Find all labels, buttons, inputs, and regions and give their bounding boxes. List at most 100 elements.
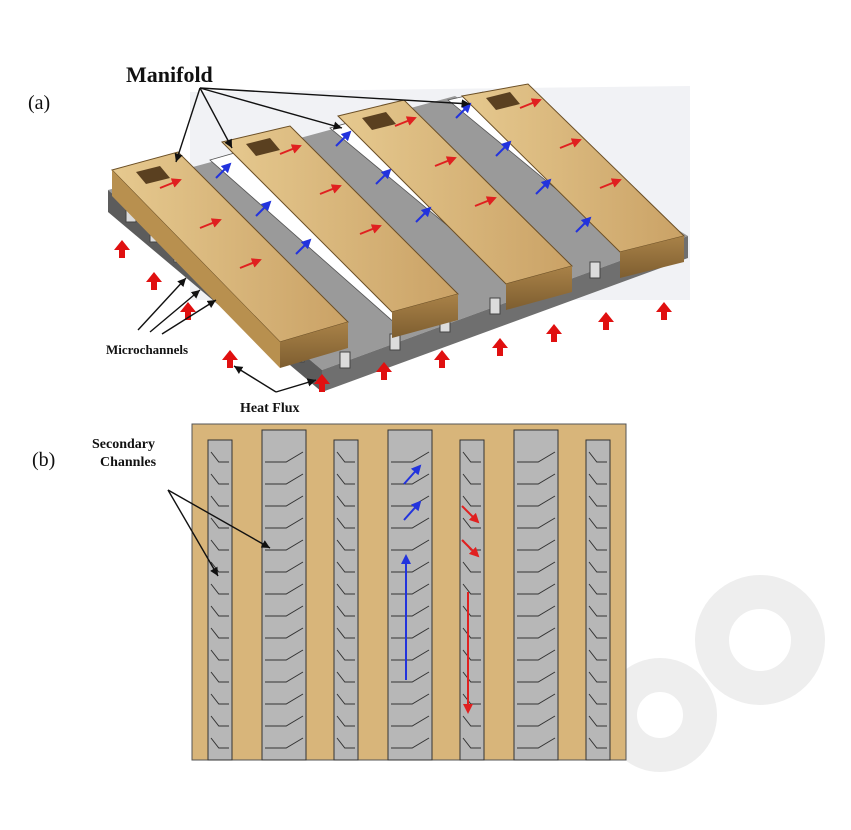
secondary-channel-line (588, 693, 607, 705)
heat-flux-arrow (314, 374, 330, 392)
heat-flux-arrow (146, 272, 162, 290)
secondary-channel-line (517, 495, 556, 507)
secondary-channel-line (210, 693, 229, 705)
manifold-bar-3 (337, 99, 573, 310)
secondary-channel-line (517, 583, 556, 595)
secondary-channel-line (517, 649, 556, 661)
leader-lines-a (137, 87, 471, 393)
secondary-channel-line (588, 473, 607, 485)
panel-a-label: (a) (28, 92, 50, 114)
secondary-channel-line (336, 671, 355, 683)
secondary-channel-line (391, 583, 430, 595)
secondary-channel-line (588, 583, 607, 595)
secondary-channel-line (588, 451, 607, 463)
manifold-bar-2 (221, 125, 459, 338)
secondary-channel-line (517, 605, 556, 617)
secondary-channel-line (517, 451, 556, 463)
secondary-channel-line (391, 693, 430, 705)
secondary-channel-line (588, 649, 607, 661)
manifold-bar-4 (460, 83, 685, 278)
secondary-channel-line (265, 693, 304, 705)
secondary-channel-line (265, 649, 304, 661)
secondary-channel-line (336, 649, 355, 661)
manifold-label: Manifold (126, 62, 213, 87)
secondary-channel-line (391, 737, 430, 749)
secondary-channel-line (336, 737, 355, 749)
channel-columns (207, 429, 611, 761)
secondary-channel-line (210, 627, 229, 639)
secondary-channel-line (462, 517, 481, 529)
secondary-channel-line (210, 605, 229, 617)
secondary-channel-line (336, 495, 355, 507)
secondary-channel-line (210, 737, 229, 749)
heat-flux-arrow (376, 362, 392, 380)
secondary-channel-line (265, 737, 304, 749)
secondary-channel-line (265, 539, 304, 551)
secondary-channel-line (462, 627, 481, 639)
secondary-channel-line (210, 649, 229, 661)
secondary-channel-line (210, 583, 229, 595)
secondary-channel-line (462, 671, 481, 683)
panel-b-top-view: (b) Secondary Channles (32, 423, 627, 761)
secondary-channel-line (265, 561, 304, 573)
watermark (603, 575, 825, 772)
secondary-channels (210, 451, 607, 749)
heat-flux-arrow (598, 312, 614, 330)
secondary-channel-line (265, 495, 304, 507)
secondary-channel-line (336, 473, 355, 485)
secondary-channel-line (336, 627, 355, 639)
secondary-channel-line (265, 627, 304, 639)
secondary-channel-line (336, 715, 355, 727)
secondary-channel-line (265, 583, 304, 595)
secondary-channel-line (391, 451, 430, 463)
secondary-channel-line (588, 737, 607, 749)
secondary-channel-line (336, 693, 355, 705)
secondary-channel-line (391, 539, 430, 551)
secondary-channel-line (462, 715, 481, 727)
secondary-channels-label-line2: Channles (100, 455, 157, 470)
secondary-channel-line (517, 517, 556, 529)
secondary-channel-line (517, 671, 556, 683)
secondary-channel-line (265, 715, 304, 727)
secondary-channel-line (210, 715, 229, 727)
secondary-channel-line (210, 517, 229, 529)
heat-flux-arrow (656, 302, 672, 320)
secondary-channel-line (391, 561, 430, 573)
secondary-channel-line (391, 649, 430, 661)
heat-flux-arrow (492, 338, 508, 356)
secondary-channel-line (336, 539, 355, 551)
secondary-channel-line (265, 473, 304, 485)
heat-flux-arrow (180, 302, 196, 320)
secondary-channel-line (210, 671, 229, 683)
secondary-channel-line (462, 583, 481, 595)
secondary-channel-line (336, 451, 355, 463)
secondary-channel-line (391, 715, 430, 727)
secondary-channel-line (336, 583, 355, 595)
secondary-channel-line (588, 561, 607, 573)
secondary-channel-line (391, 473, 430, 485)
secondary-channel-line (462, 737, 481, 749)
secondary-channel-line (210, 539, 229, 551)
secondary-channel-line (391, 671, 430, 683)
secondary-channel-line (588, 495, 607, 507)
secondary-channel-line (462, 605, 481, 617)
secondary-channel-line (265, 517, 304, 529)
secondary-channel-line (588, 671, 607, 683)
secondary-channel-line (517, 737, 556, 749)
secondary-channel-line (391, 627, 430, 639)
secondary-channel-line (462, 495, 481, 507)
panel-a-isometric-view: (a) Manifold Microchannels Heat Flux (28, 62, 690, 416)
secondary-channel-line (462, 561, 481, 573)
secondary-channel-line (336, 561, 355, 573)
secondary-channel-line (588, 715, 607, 727)
secondary-channel-line (265, 671, 304, 683)
microchannels-label: Microchannels (106, 342, 188, 357)
secondary-channel-line (210, 451, 229, 463)
secondary-channels-label-line1: Secondary (92, 437, 155, 452)
cold-flow-arrows-b (401, 464, 422, 680)
secondary-channel-line (517, 473, 556, 485)
heat-flux-label: Heat Flux (240, 401, 300, 416)
secondary-channel-line (391, 605, 430, 617)
secondary-channel-line (210, 473, 229, 485)
manifold-bar-1 (111, 151, 349, 368)
